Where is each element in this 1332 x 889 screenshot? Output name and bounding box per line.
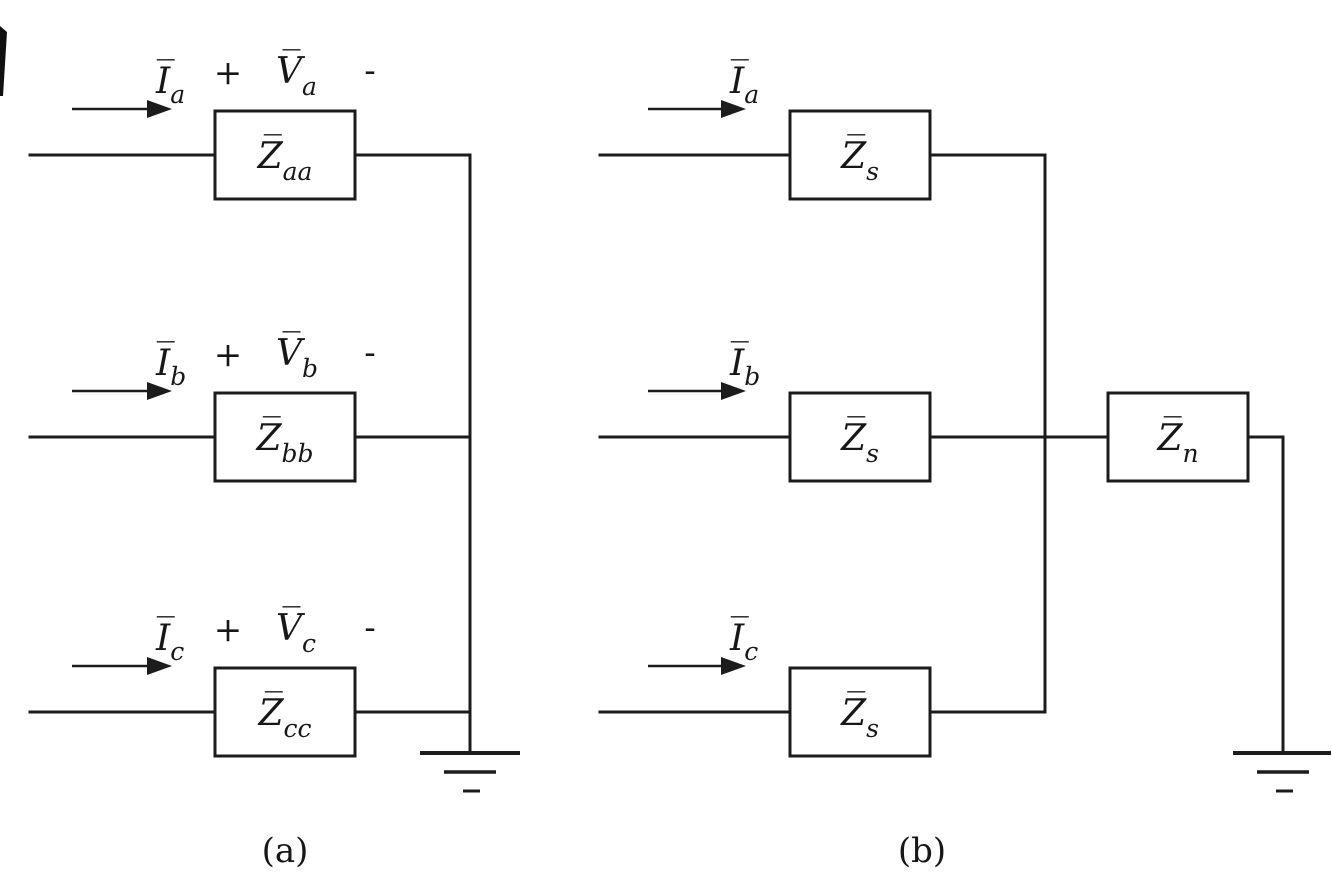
circuit-b: Z̅s I̅a Z̅s I̅b Z̅s I̅c (598, 58, 1331, 871)
current-label-ia-sub: a (170, 80, 185, 109)
voltage-label-va: V̅a (276, 48, 317, 101)
impedance-label-zbb: Z̅bb (255, 415, 313, 468)
impedance-label-zn-sub: n (1182, 439, 1198, 468)
voltage-label-vc-sub: c (302, 629, 316, 658)
impedance-label-zcc-base: Z̅ (257, 690, 284, 734)
impedance-label-zs-3-base: Z̅ (840, 690, 867, 734)
current-label-ic-sub: c (170, 637, 184, 666)
current-label-ic-base: I̅ (155, 615, 175, 659)
current-label-b-ic: I̅c (729, 615, 758, 666)
current-label-b-ic-sub: c (744, 637, 758, 666)
impedance-box-zcc (213, 666, 357, 758)
current-label-ia: I̅a (155, 58, 185, 109)
ground-symbol-a (420, 751, 520, 793)
impedance-label-zaa-base: Z̅ (257, 133, 284, 177)
current-label-b-ia-sub: a (744, 80, 759, 109)
current-label-ia-base: I̅ (155, 58, 175, 102)
minus-sign-a: - (364, 51, 376, 91)
voltage-label-vc-base: V̅ (276, 605, 306, 649)
impedance-label-zs-2-sub: s (866, 439, 879, 468)
impedance-label-zs-2-base: Z̅ (840, 415, 867, 459)
impedance-label-zaa-sub: aa (283, 157, 313, 186)
voltage-label-vb-sub: b (302, 354, 318, 383)
current-arrow-head-b-c (721, 657, 746, 675)
impedance-label-zs-1: Z̅s (840, 133, 879, 186)
current-arrow-head-a-b (147, 382, 172, 400)
impedance-label-zs-1-sub: s (866, 157, 879, 186)
circuit-b-phase-a: Z̅s I̅a (598, 58, 1047, 201)
circuit-b-phase-c: Z̅s I̅c (598, 615, 1047, 758)
current-label-b-ia-base: I̅ (729, 58, 749, 102)
impedance-label-zcc-sub: cc (284, 714, 312, 743)
impedance-label-zn: Z̅n (1156, 415, 1198, 468)
current-label-b-ib: I̅b (729, 340, 760, 391)
circuit-a-phase-b: Z̅bb I̅b + V̅b - (28, 330, 472, 483)
ground-symbol-b (1233, 751, 1331, 793)
voltage-label-va-base: V̅ (276, 48, 306, 92)
impedance-box-zbb (213, 391, 357, 483)
scan-edge-artifact (0, 26, 7, 96)
impedance-label-zs-3: Z̅s (840, 690, 879, 743)
voltage-label-vb: V̅b (276, 330, 318, 383)
current-label-ib: I̅b (155, 340, 186, 391)
circuit-a-phase-c: Z̅cc I̅c + V̅c - (28, 605, 472, 758)
current-arrow-head-a-a (147, 100, 172, 118)
caption-a: (a) (262, 831, 309, 871)
circuit-a: Z̅aa I̅a + V̅a - Z̅bb I̅b + V̅b - Z̅cc (28, 48, 520, 871)
plus-sign-a: + (214, 53, 243, 93)
current-arrow-head-a-c (147, 657, 172, 675)
impedance-label-zs-3-sub: s (866, 714, 879, 743)
impedance-box-zn (1106, 391, 1250, 483)
voltage-label-vc: V̅c (276, 605, 316, 658)
impedance-label-zaa: Z̅aa (257, 133, 313, 186)
circuit-a-phase-a: Z̅aa I̅a + V̅a - (28, 48, 472, 201)
minus-sign-c: - (364, 608, 376, 648)
impedance-box-zs-1 (788, 109, 932, 201)
current-label-b-ic-base: I̅ (729, 615, 749, 659)
circuit-b-phase-b: Z̅s I̅b (598, 340, 1110, 483)
current-label-ib-base: I̅ (155, 340, 175, 384)
impedance-label-zcc: Z̅cc (257, 690, 311, 743)
current-label-b-ib-base: I̅ (729, 340, 749, 384)
current-label-b-ia: I̅a (729, 58, 759, 109)
impedance-box-zs-2 (788, 391, 932, 483)
impedance-label-zbb-sub: bb (282, 439, 314, 468)
impedance-label-zs-2: Z̅s (840, 415, 879, 468)
voltage-label-va-sub: a (302, 72, 317, 101)
current-label-b-ib-sub: b (744, 362, 760, 391)
current-arrow-head-b-b (721, 382, 746, 400)
impedance-label-zn-base: Z̅ (1156, 415, 1183, 459)
current-label-ib-sub: b (170, 362, 186, 391)
plus-sign-c: + (214, 610, 243, 650)
impedance-label-zs-1-base: Z̅ (840, 133, 867, 177)
current-label-ic: I̅c (155, 615, 184, 666)
voltage-label-vb-base: V̅ (276, 330, 306, 374)
caption-b: (b) (898, 831, 946, 871)
minus-sign-b: - (364, 333, 376, 373)
impedance-label-zbb-base: Z̅ (255, 415, 282, 459)
plus-sign-b: + (214, 335, 243, 375)
current-arrow-head-b-a (721, 100, 746, 118)
